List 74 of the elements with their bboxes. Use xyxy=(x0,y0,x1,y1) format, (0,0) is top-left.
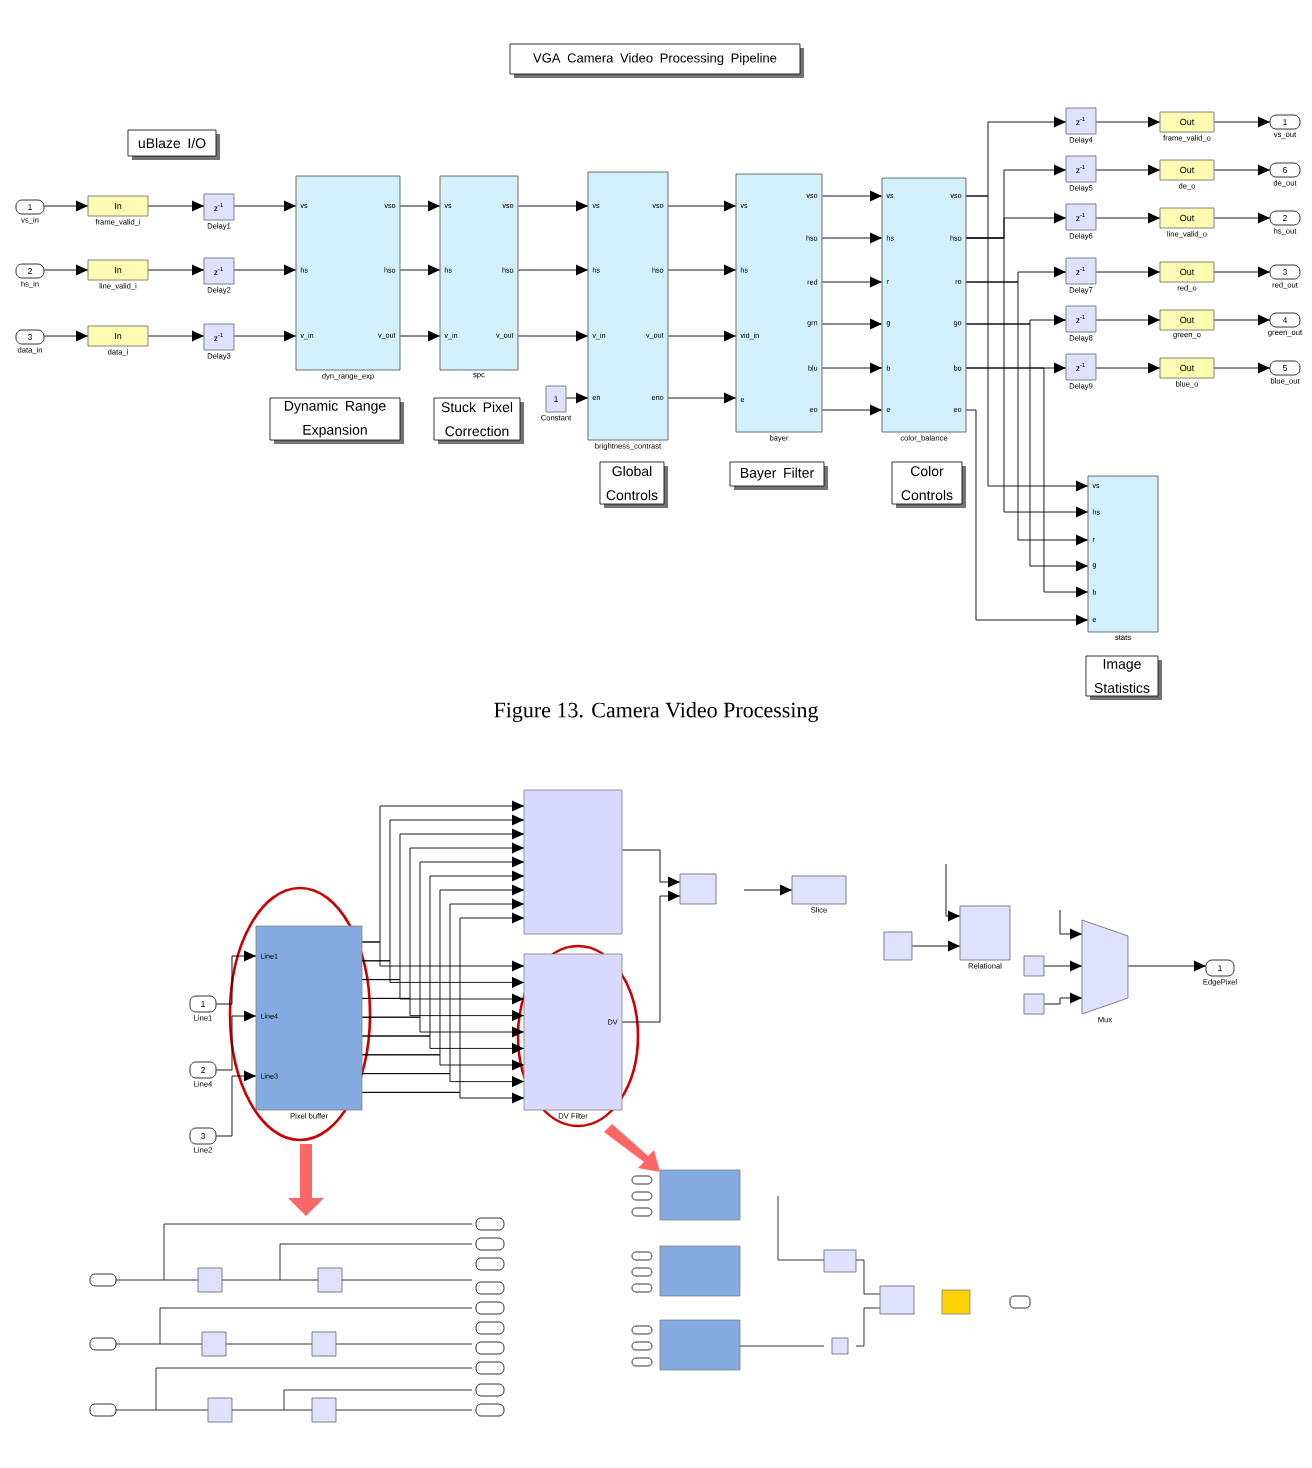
mux-block xyxy=(1081,919,1129,1015)
signal-line xyxy=(43,200,89,212)
signal-line xyxy=(517,264,589,276)
signal-line xyxy=(1095,362,1161,374)
signal-line xyxy=(517,200,589,212)
signal-line xyxy=(621,890,681,1023)
function-block xyxy=(791,875,847,905)
signal-line xyxy=(399,200,441,212)
signal-line xyxy=(965,195,1089,492)
signal-line xyxy=(361,960,525,988)
signal-line xyxy=(215,950,257,1005)
signal-line xyxy=(361,1035,525,1054)
signal-line xyxy=(965,367,1089,598)
signal-line xyxy=(1095,314,1161,326)
function-block xyxy=(1023,993,1045,1015)
signal-line xyxy=(1059,909,1083,940)
signal-line xyxy=(565,392,589,404)
signal-line xyxy=(43,330,89,342)
signal-line xyxy=(399,330,441,342)
signal-line xyxy=(517,330,589,342)
subsystem-block xyxy=(523,789,623,935)
signal-line xyxy=(1043,960,1083,972)
signal-line xyxy=(621,849,681,888)
signal-line xyxy=(215,1010,257,1071)
signal-line xyxy=(147,264,205,276)
signal-line xyxy=(147,200,205,212)
signal-line xyxy=(361,1054,525,1071)
signal-line xyxy=(1095,212,1161,224)
signal-line xyxy=(233,330,297,342)
signal-line xyxy=(361,1091,525,1104)
signal-line xyxy=(821,362,883,374)
signal-line xyxy=(361,1073,525,1088)
signal-line xyxy=(1213,116,1271,128)
signal-line xyxy=(965,281,1089,546)
signal-line xyxy=(1095,164,1161,176)
signal-line xyxy=(667,264,737,276)
signal-line xyxy=(1095,266,1161,278)
signal-line xyxy=(1095,116,1161,128)
signal-line xyxy=(743,884,793,896)
signal-line xyxy=(43,264,89,276)
signal-line xyxy=(1213,362,1271,374)
signal-line xyxy=(821,276,883,288)
figure-caption: Figure 13. Camera Video Processing xyxy=(494,702,819,722)
signal-line xyxy=(1213,164,1271,176)
function-block xyxy=(883,931,913,961)
signal-line xyxy=(361,941,525,972)
signal-line xyxy=(965,323,1089,572)
signal-line xyxy=(215,1070,257,1137)
signal-line xyxy=(965,237,1089,518)
signal-line xyxy=(965,409,1089,626)
signal-line xyxy=(667,200,737,212)
signal-line xyxy=(821,404,883,416)
signal-line xyxy=(361,1016,525,1038)
signal-line xyxy=(821,190,883,202)
signal-line xyxy=(361,979,525,1005)
signal-line xyxy=(667,392,737,404)
signal-line xyxy=(233,200,297,212)
signal-line xyxy=(911,940,961,952)
signal-line xyxy=(667,330,737,342)
signal-line xyxy=(361,997,525,1022)
function-block xyxy=(959,905,1011,961)
signal-line xyxy=(147,330,205,342)
signal-line xyxy=(945,863,961,922)
signal-line xyxy=(1213,314,1271,326)
signal-line xyxy=(233,264,297,276)
signal-line xyxy=(399,264,441,276)
signal-line xyxy=(821,318,883,330)
function-block xyxy=(1023,955,1045,977)
signal-line xyxy=(1213,266,1271,278)
signal-line xyxy=(1043,992,1083,1005)
signal-line xyxy=(1213,212,1271,224)
signal-line xyxy=(821,232,883,244)
function-block xyxy=(679,873,717,905)
signal-line xyxy=(1127,960,1207,972)
